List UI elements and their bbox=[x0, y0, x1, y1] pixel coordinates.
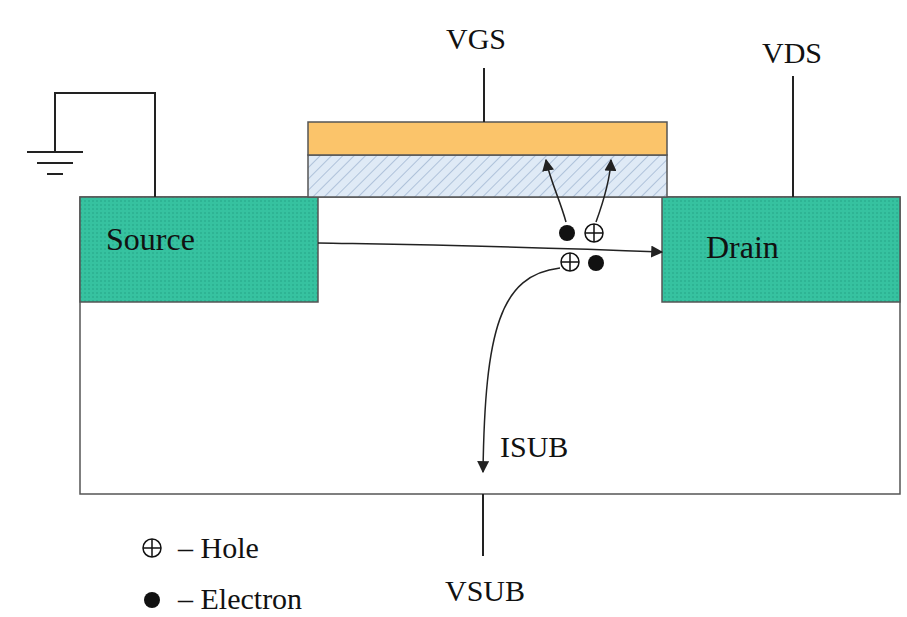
ground-symbol bbox=[27, 152, 83, 174]
source-region bbox=[80, 197, 318, 302]
ground-wire bbox=[55, 93, 155, 197]
region-label: Drain bbox=[706, 231, 779, 263]
electron-injection-arrow bbox=[546, 160, 566, 222]
drain-voltage-label: VDS bbox=[762, 38, 822, 68]
gate-electrode bbox=[308, 122, 667, 155]
source-region-box: Source bbox=[80, 197, 318, 302]
region-label: Source bbox=[106, 223, 195, 255]
gate-oxide bbox=[308, 155, 667, 197]
legend-symbols bbox=[143, 539, 161, 608]
legend-text: – Electron bbox=[178, 584, 302, 614]
electron-injection-arrow bbox=[596, 160, 611, 222]
carriers bbox=[559, 224, 604, 271]
gate-wire bbox=[483, 68, 485, 122]
drain-wire bbox=[792, 76, 794, 197]
legend-text: – Hole bbox=[178, 533, 259, 563]
substrate-wire bbox=[482, 494, 484, 556]
channel-current-arrow bbox=[318, 243, 662, 252]
gate-voltage-label: VGS bbox=[446, 24, 506, 54]
drain-region-box: Drain bbox=[662, 197, 900, 302]
substrate bbox=[80, 197, 900, 494]
substrate-current-label: ISUB bbox=[500, 432, 568, 462]
drain-region bbox=[662, 197, 900, 302]
substrate-voltage-label: VSUB bbox=[445, 576, 525, 606]
